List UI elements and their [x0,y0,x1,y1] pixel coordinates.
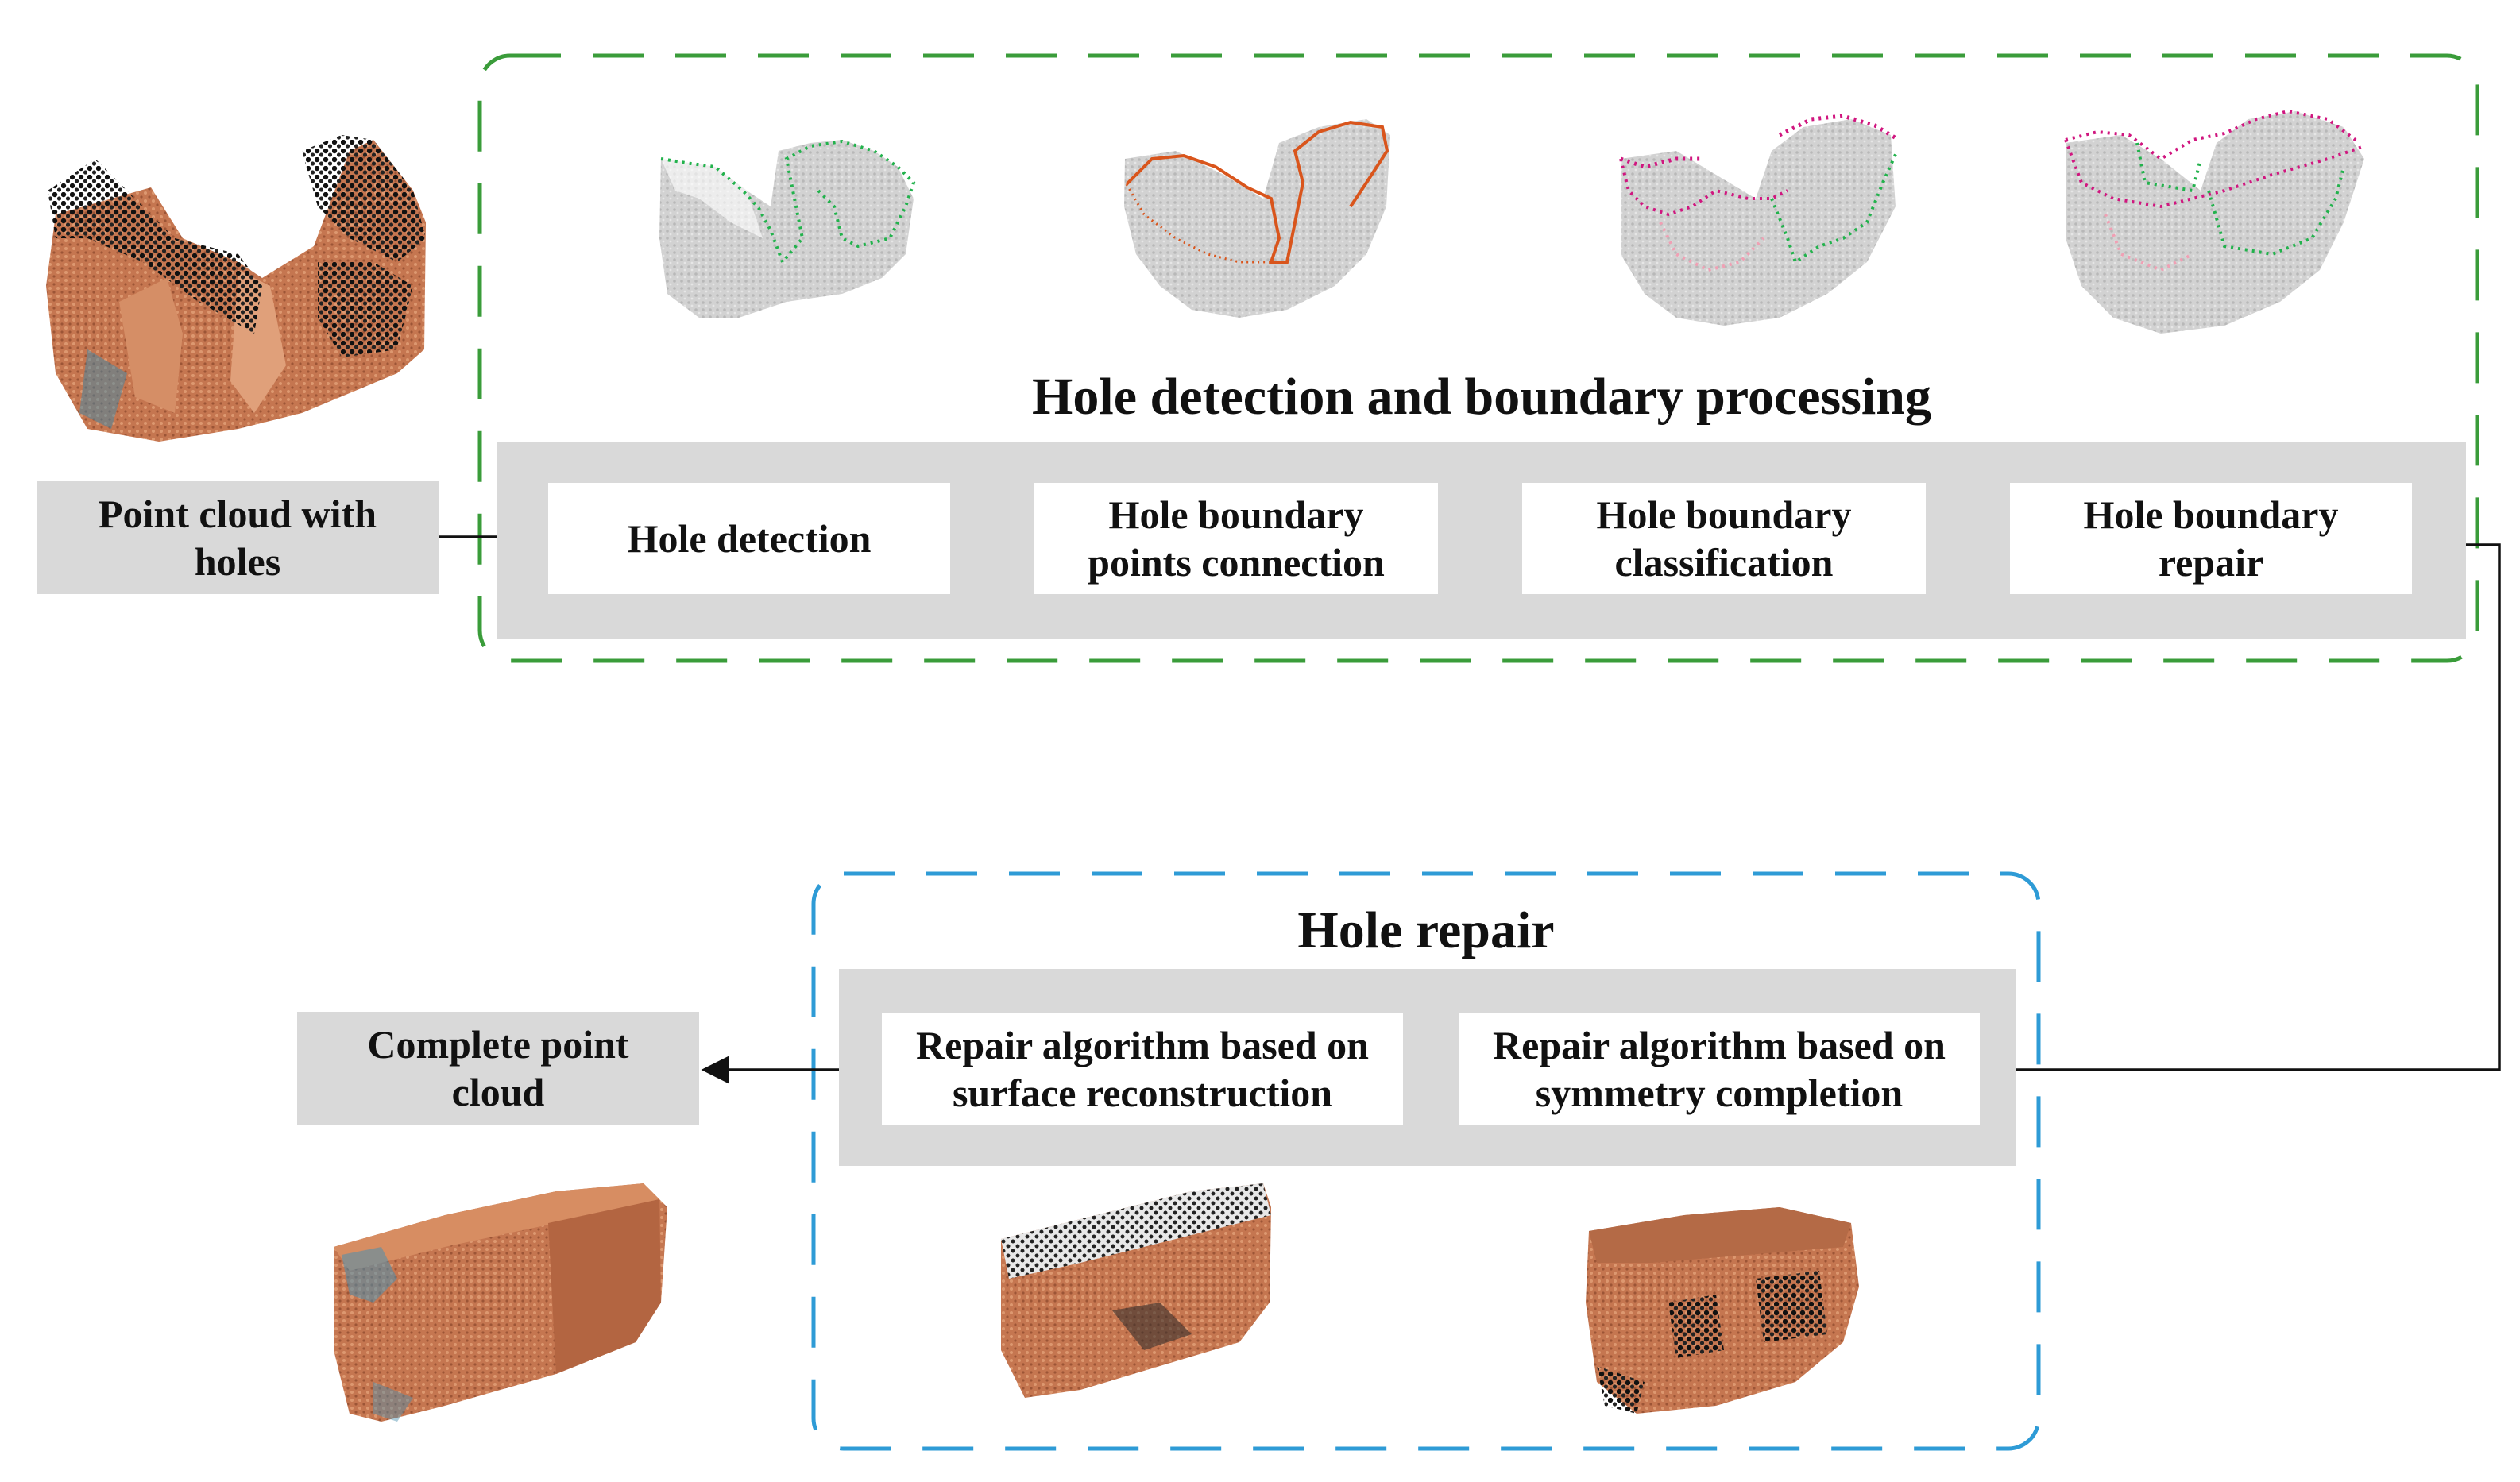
step-boundary-classification: Hole boundary classification [1522,483,1926,594]
output-point-cloud-label: Complete point cloud [297,1012,699,1125]
step-symmetry-completion: Repair algorithm based on symmetry compl… [1459,1013,1980,1125]
repair-group-frame [811,871,2041,1451]
input-point-cloud-label: Point cloud with holes [37,481,439,594]
step1-boundary-image [659,139,916,318]
output-point-cloud-image [334,1183,667,1422]
detection-group-title: Hole detection and boundary processing [1032,368,1931,426]
repair-group-title: Hole repair [1297,901,1555,959]
step-boundary-repair: Hole boundary repair [2010,483,2412,594]
step-surface-reconstruction: Repair algorithm based on surface recons… [882,1013,1403,1125]
step3-classification-image [1619,114,1900,326]
step-boundary-points-connection: Hole boundary points connection [1034,483,1438,594]
step2-connection-image [1124,119,1390,318]
symmetry-completion-image [1586,1207,1859,1414]
step4-repair-image [2064,109,2365,334]
detection-group-frame [477,53,2479,663]
input-point-cloud-image [46,135,426,442]
step-hole-detection: Hole detection [548,483,950,594]
surface-reconstruction-image [1001,1183,1271,1398]
